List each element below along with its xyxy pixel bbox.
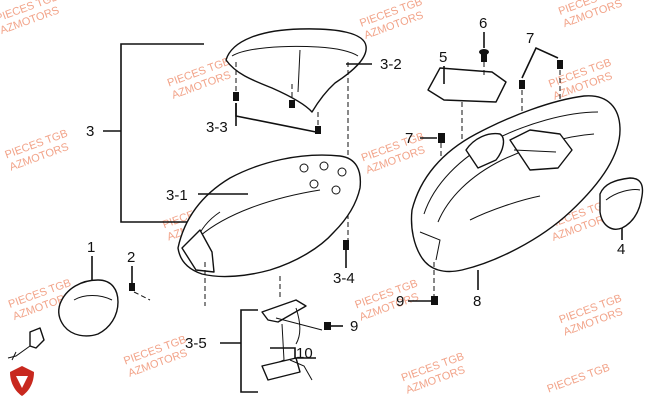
bolt-6 <box>479 49 489 62</box>
lid-part <box>427 67 507 103</box>
label-4: 4 <box>617 241 625 258</box>
leader-3-3 <box>235 103 317 133</box>
group-bracket-3-5 <box>240 309 258 393</box>
leader-10 <box>270 347 316 359</box>
label-5: 5 <box>439 49 447 66</box>
label-7-right: 7 <box>526 30 534 47</box>
screw-3-3 <box>233 62 321 134</box>
shield-icon <box>10 366 34 396</box>
label-9b: 9 <box>396 293 404 310</box>
screw-2 <box>129 283 151 301</box>
label-10: 10 <box>296 345 313 362</box>
label-3-1: 3-1 <box>166 187 188 204</box>
label-3-5: 3-5 <box>185 335 207 352</box>
label-6: 6 <box>479 15 487 32</box>
bolt-9a <box>324 322 331 330</box>
label-7-left: 7 <box>405 130 413 147</box>
latch-plate-part <box>261 299 323 381</box>
watermark-line1: PIECES TGB <box>546 362 612 396</box>
label-9a: 9 <box>350 318 358 335</box>
seat-part <box>177 154 362 278</box>
label-1: 1 <box>87 239 95 256</box>
label-2: 2 <box>127 249 135 266</box>
bolt-9b <box>431 296 438 305</box>
label-3-3: 3-3 <box>206 119 228 136</box>
leader-7-right <box>521 46 559 79</box>
label-3-4: 3-4 <box>333 270 355 287</box>
label-8: 8 <box>473 293 481 310</box>
hook-bracket-part <box>7 327 45 361</box>
seat-cover-part <box>225 28 367 113</box>
bolt-7-right <box>519 60 563 89</box>
group-bracket-3 <box>120 43 204 223</box>
rear-pad-part <box>599 177 644 230</box>
storage-box-part <box>410 95 621 273</box>
bolt-3-4 <box>343 240 349 250</box>
rear-cover-part <box>58 279 119 337</box>
latch-cable-part <box>295 307 301 345</box>
label-3: 3 <box>86 123 94 140</box>
bolt-7-left <box>438 133 445 143</box>
label-3-2: 3-2 <box>380 56 402 73</box>
